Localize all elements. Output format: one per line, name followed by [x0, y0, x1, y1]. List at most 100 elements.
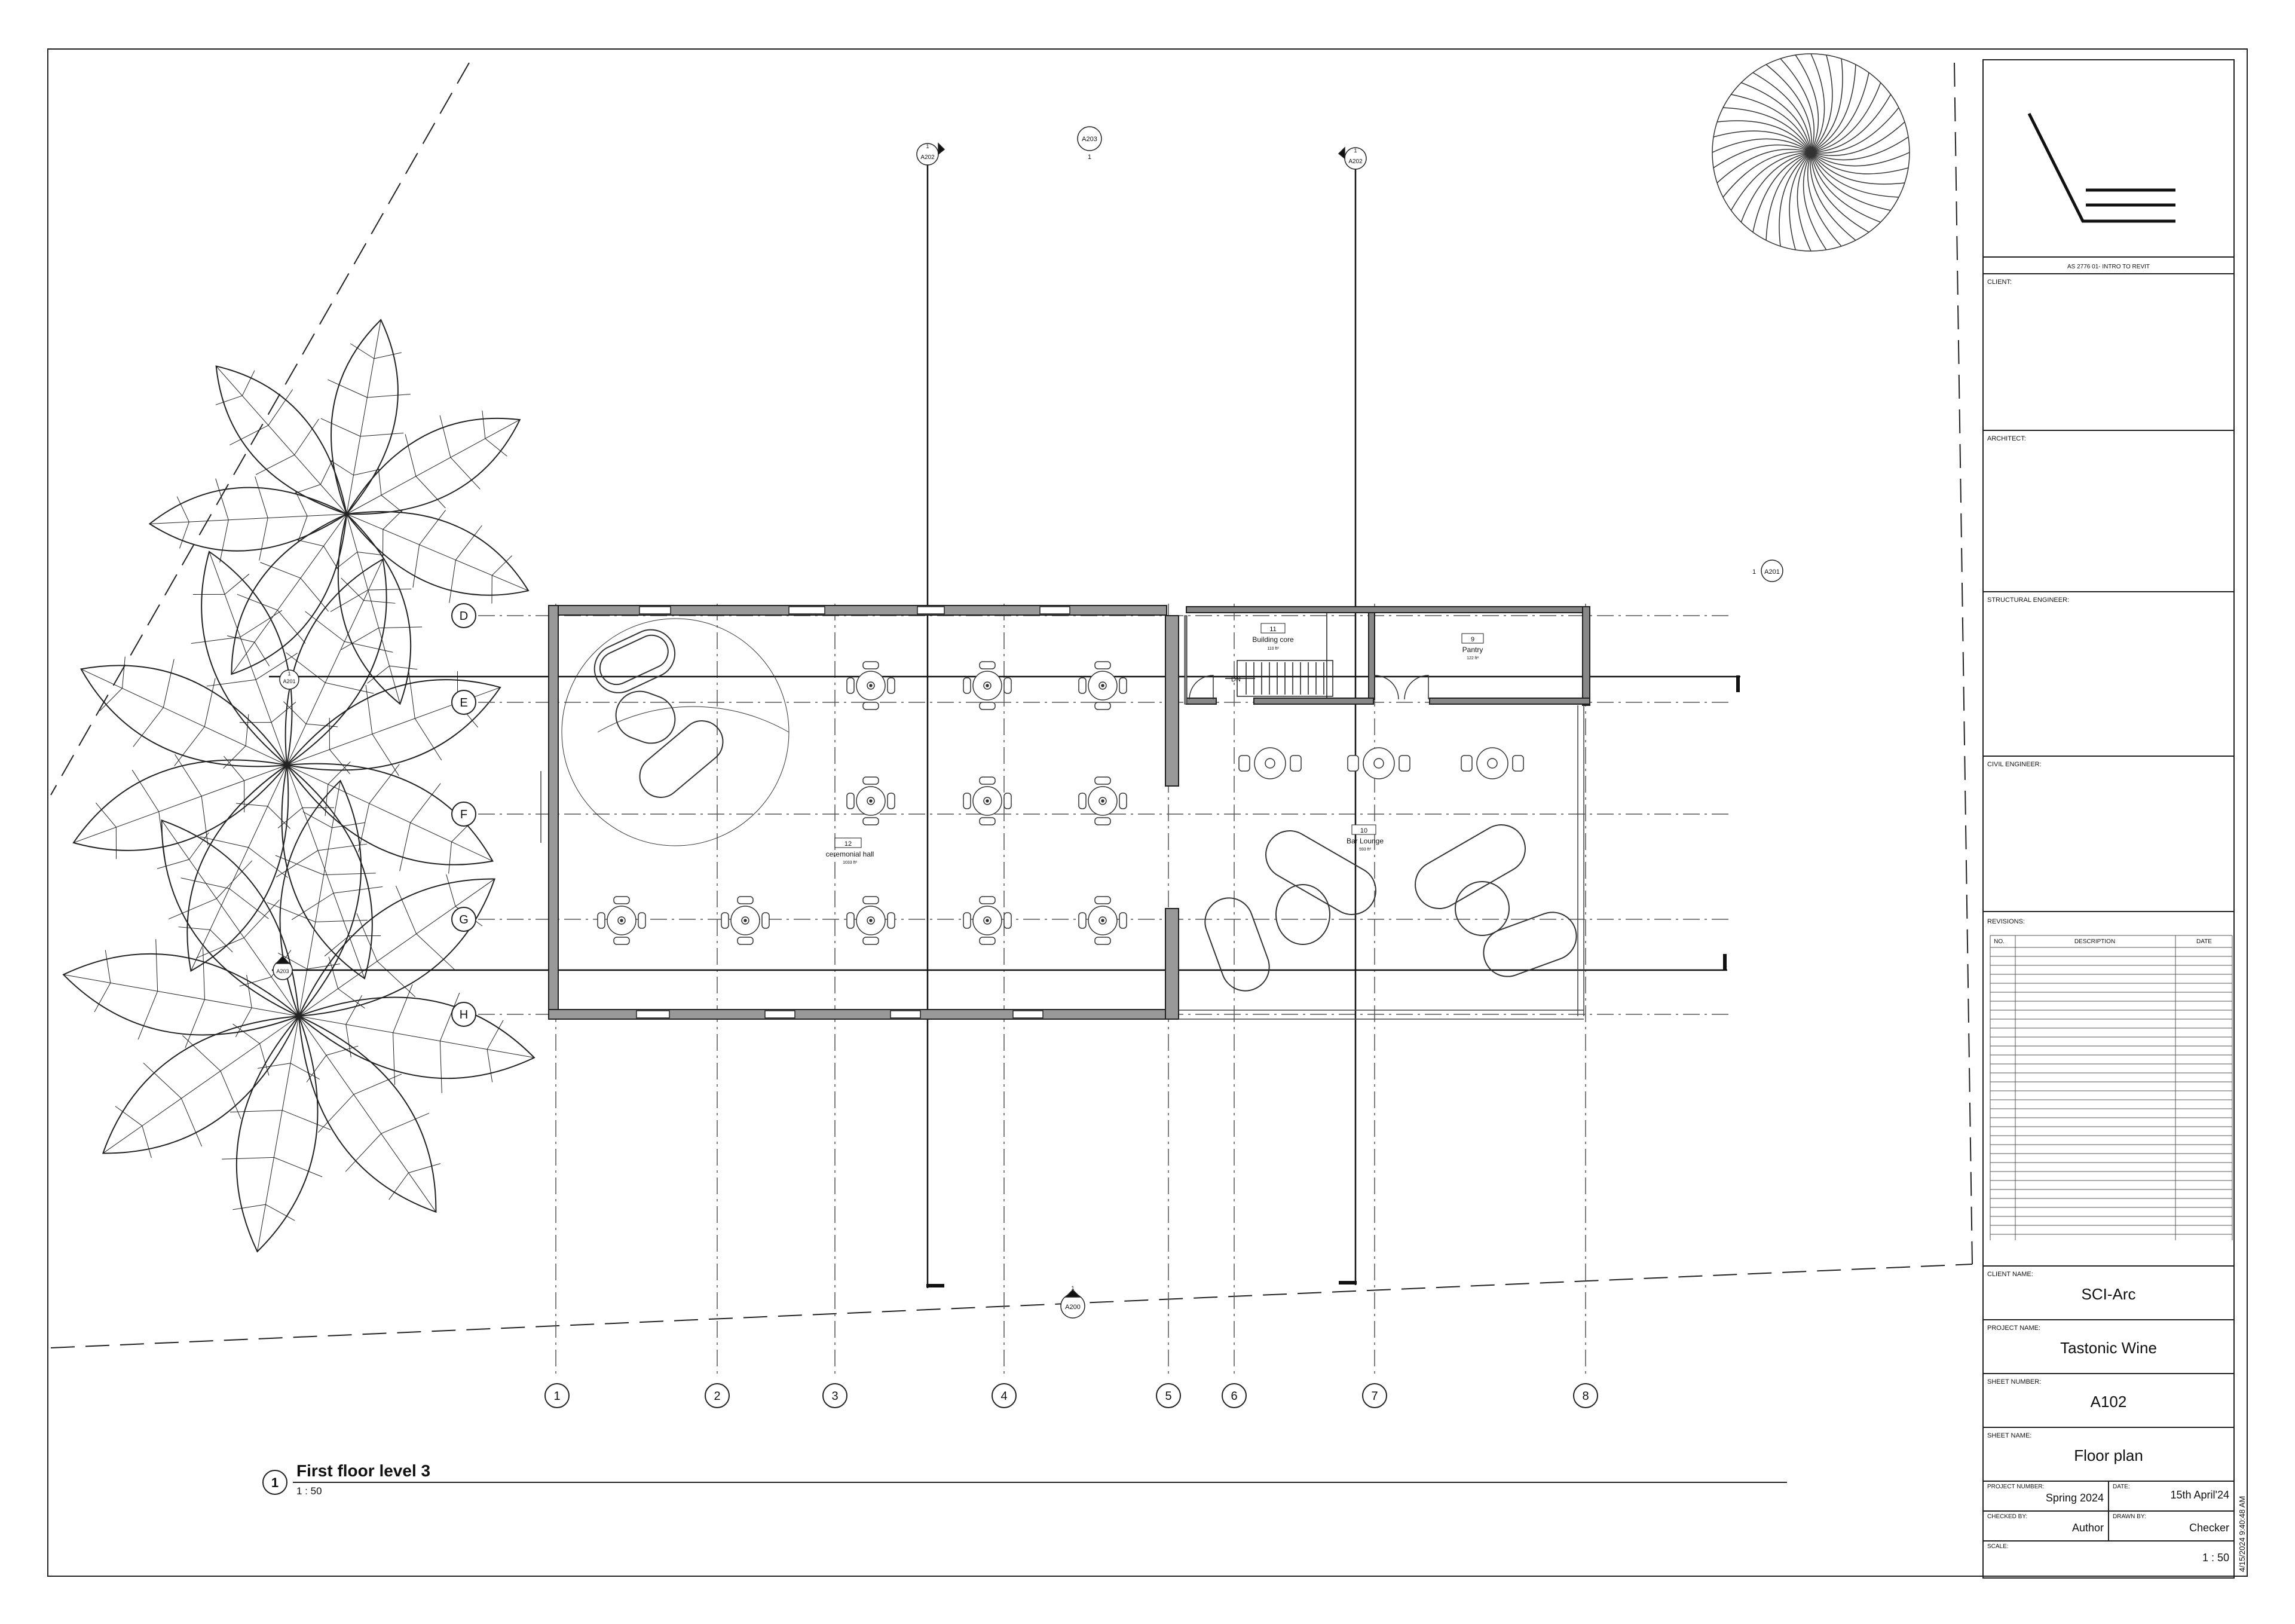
svg-text:Spring 2024: Spring 2024 — [2046, 1492, 2104, 1504]
svg-text:Checker: Checker — [2189, 1522, 2229, 1534]
door-swings — [561, 618, 1429, 846]
dining-table — [846, 896, 895, 945]
svg-text:D: D — [460, 610, 468, 623]
svg-text:5: 5 — [1165, 1390, 1171, 1403]
svg-text:Author: Author — [2072, 1522, 2104, 1534]
svg-text:PROJECT NUMBER:: PROJECT NUMBER: — [1987, 1484, 2044, 1490]
svg-text:1 : 50: 1 : 50 — [2202, 1552, 2229, 1564]
svg-text:STRUCTURAL ENGINEER:: STRUCTURAL ENGINEER: — [1987, 597, 2069, 604]
building-walls — [540, 605, 1590, 1020]
svg-text:12: 12 — [844, 840, 852, 848]
svg-text:1: 1 — [1752, 568, 1756, 576]
room-tag-building-core: 11 Building core 110 ft² — [1252, 623, 1294, 651]
grid-bubble-1: 1 — [544, 1383, 570, 1408]
stair-label: DN — [1231, 676, 1241, 683]
section-mark-left-a: 1 A201 — [279, 669, 299, 690]
sheet-name: Floor plan — [2074, 1446, 2143, 1464]
section-mark-top-center: A203 1 — [1077, 126, 1102, 161]
dining-table — [963, 661, 1012, 710]
project-name: Tastonic Wine — [2060, 1339, 2157, 1357]
svg-text:Pantry: Pantry — [1462, 646, 1483, 654]
svg-text:SHEET NUMBER:: SHEET NUMBER: — [1987, 1378, 2041, 1386]
svg-text:PROJECT NAME:: PROJECT NAME: — [1987, 1325, 2040, 1332]
svg-text:7: 7 — [1371, 1390, 1378, 1403]
grid-bubble-5: 5 — [1156, 1383, 1181, 1408]
grid-bubble-E: E — [451, 690, 476, 715]
palm-tree-icon — [62, 319, 536, 1253]
bar-table — [1461, 747, 1524, 779]
dining-tables — [597, 661, 1524, 945]
section-lines — [269, 155, 1740, 1288]
svg-text:10: 10 — [1360, 827, 1367, 834]
grid-lines — [478, 604, 1733, 1375]
svg-text:SHEET NAME:: SHEET NAME: — [1987, 1432, 2031, 1439]
grid-bubbles-rows: D E F G H — [451, 603, 476, 1027]
svg-text:1: 1 — [1088, 154, 1091, 161]
sheet-border — [47, 48, 2248, 1577]
grid-bubble-2: 2 — [705, 1383, 730, 1408]
svg-text:DRAWN BY:: DRAWN BY: — [2113, 1513, 2146, 1520]
dining-table — [963, 776, 1012, 825]
room-tags: 11 Building core 110 ft² 9 Pantry 122 ft… — [826, 623, 1484, 865]
view-number: 1 — [271, 1475, 279, 1490]
svg-text:E: E — [460, 696, 467, 709]
view-title: 1 First floor level 3 1 : 50 — [262, 1461, 1787, 1497]
course-label: AS 2776 01- INTRO TO REVIT — [2067, 264, 2150, 270]
svg-text:A203: A203 — [276, 968, 289, 974]
grid-bubble-4: 4 — [992, 1383, 1017, 1408]
lounge-sofas — [593, 629, 1577, 992]
dining-table — [1078, 776, 1127, 825]
title-block-text: AS 2776 01- INTRO TO REVIT CLIENT: ARCHI… — [1987, 264, 2247, 1572]
svg-text:1: 1 — [1071, 1285, 1074, 1291]
room-tag-bar-lounge: 10 Bar Lounge 593 ft² — [1347, 824, 1384, 852]
section-mark-left-b: A203 — [273, 955, 293, 980]
svg-text:593 ft²: 593 ft² — [1359, 848, 1372, 852]
svg-text:110 ft²: 110 ft² — [1267, 647, 1279, 651]
svg-text:H: H — [460, 1008, 468, 1022]
grid-bubble-7: 7 — [1362, 1383, 1387, 1408]
svg-text:15th April'24: 15th April'24 — [2170, 1489, 2229, 1501]
svg-text:CIVIL ENGINEER:: CIVIL ENGINEER: — [1987, 761, 2042, 768]
title-block — [1982, 59, 2235, 1579]
bar-table — [1347, 747, 1410, 779]
sheet-number: A102 — [2091, 1393, 2127, 1411]
svg-text:ARCHITECT:: ARCHITECT: — [1987, 435, 2026, 442]
grid-bubble-G: G — [451, 907, 476, 932]
room-tag-pantry: 9 Pantry 122 ft² — [1461, 633, 1484, 660]
grid-bubble-6: 6 — [1222, 1383, 1247, 1408]
svg-text:1: 1 — [926, 143, 929, 149]
grid-bubble-3: 3 — [822, 1383, 847, 1408]
grid-bubble-8: 8 — [1573, 1383, 1598, 1408]
section-marks: 1 A202 A203 1 1 A202 A201 1 1 A200 1 — [273, 126, 1783, 1319]
tree-icon — [1712, 53, 1910, 252]
svg-text:1: 1 — [1354, 148, 1357, 154]
revisions-table — [1990, 935, 2233, 1240]
dining-table — [846, 776, 895, 825]
svg-text:3: 3 — [831, 1390, 838, 1403]
grid-bubble-H: H — [451, 1002, 476, 1027]
room-tag-ceremonial-hall: 12 ceremonial hall 1033 ft² — [826, 837, 874, 865]
svg-text:F: F — [460, 808, 467, 821]
dining-table — [1078, 661, 1127, 710]
dining-table — [597, 896, 646, 945]
svg-text:G: G — [459, 913, 469, 926]
svg-text:9: 9 — [1471, 636, 1474, 643]
section-ends — [926, 675, 1740, 1287]
svg-text:A202: A202 — [920, 154, 935, 161]
svg-text:CLIENT:: CLIENT: — [1987, 279, 2012, 286]
svg-text:DESCRIPTION: DESCRIPTION — [2074, 938, 2115, 945]
section-mark-bottom: 1 A200 — [1060, 1285, 1085, 1319]
svg-text:1: 1 — [553, 1390, 560, 1403]
view-title-text: First floor level 3 — [296, 1461, 430, 1480]
svg-text:Bar Lounge: Bar Lounge — [1347, 837, 1384, 845]
dining-table — [963, 896, 1012, 945]
timestamp: 4/15/2024 9:40:48 AM — [2238, 1496, 2247, 1572]
bar-table — [1238, 747, 1302, 779]
svg-text:CHECKED BY:: CHECKED BY: — [1987, 1513, 2027, 1520]
svg-text:4: 4 — [1000, 1390, 1007, 1403]
svg-text:DATE: DATE — [2196, 938, 2212, 945]
view-scale: 1 : 50 — [296, 1485, 322, 1497]
svg-text:NO.: NO. — [1994, 938, 2005, 945]
svg-text:8: 8 — [1582, 1390, 1589, 1403]
